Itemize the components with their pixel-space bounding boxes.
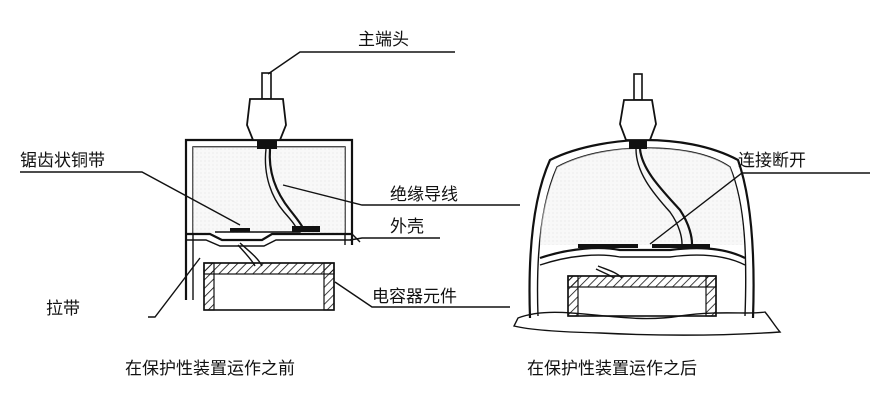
right-bulkhead <box>539 246 746 260</box>
label-pull-strap: 拉带 <box>46 299 80 319</box>
after-capacitor <box>512 73 782 336</box>
caption-before: 在保护性装置运作之前 <box>125 359 295 379</box>
right-broken-strip-left <box>578 244 638 248</box>
right-base-surface <box>512 311 782 336</box>
label-connection-break: 连接断开 <box>738 151 806 171</box>
left-bulkhead <box>186 232 352 242</box>
right-broken-strip-right <box>652 244 710 248</box>
right-insulated-wire <box>638 148 694 245</box>
right-terminal-insulator <box>619 99 657 141</box>
label-shell: 外壳 <box>390 217 424 237</box>
left-terminal-insulator <box>246 98 287 141</box>
label-insulated-wire: 绝缘导线 <box>390 185 458 205</box>
right-inner-space <box>540 148 744 245</box>
label-serrated-copper-strip: 锯齿状铜带 <box>20 151 105 171</box>
caption-after: 在保护性装置运作之后 <box>527 359 697 379</box>
left-terminal-stem <box>261 72 272 100</box>
left-insulated-wire <box>268 148 304 229</box>
label-main-terminal: 主端头 <box>358 30 409 50</box>
right-terminal-stem <box>633 73 643 101</box>
label-capacitor-element: 电容器元件 <box>372 287 457 307</box>
before-capacitor <box>184 72 361 311</box>
